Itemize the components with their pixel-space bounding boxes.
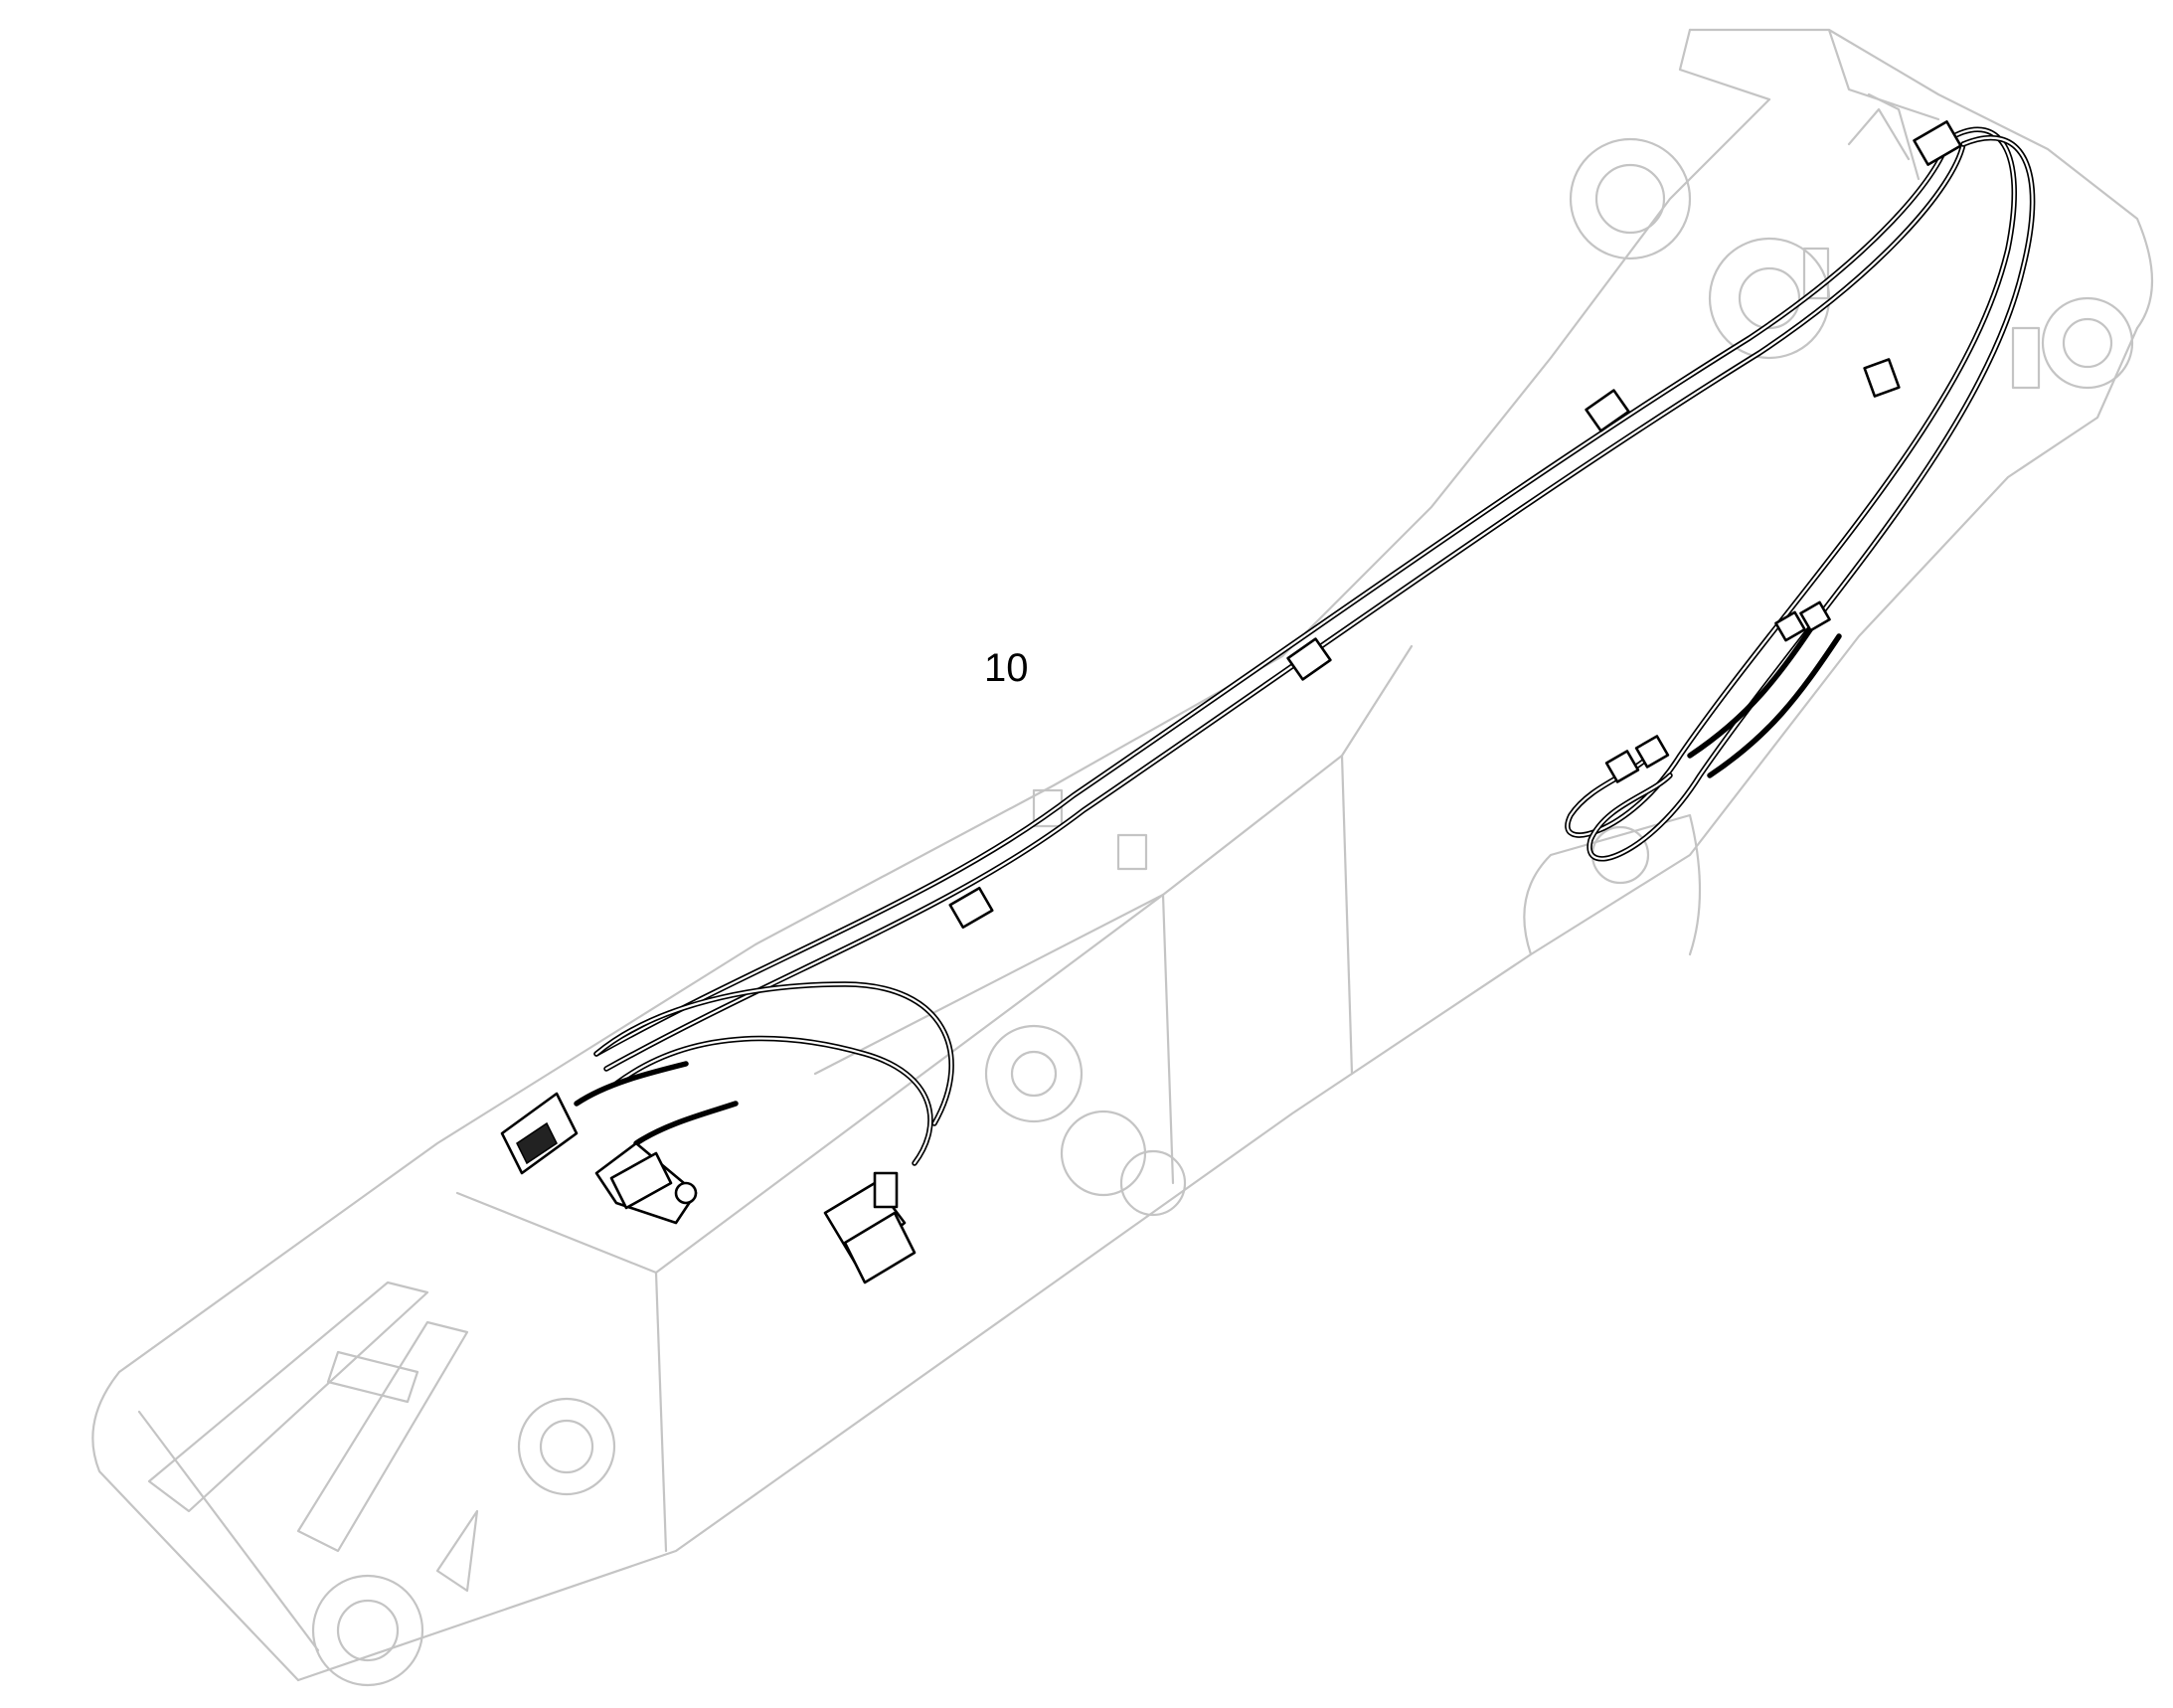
hydraulic-hoses: [574, 126, 2036, 1166]
arm-end-fittings: [1604, 600, 1831, 783]
foot-connectors: [500, 1092, 917, 1284]
hose-clamps: [948, 120, 1962, 930]
boom-body: [91, 28, 2153, 1687]
part-number-callout: 10: [984, 646, 1029, 690]
